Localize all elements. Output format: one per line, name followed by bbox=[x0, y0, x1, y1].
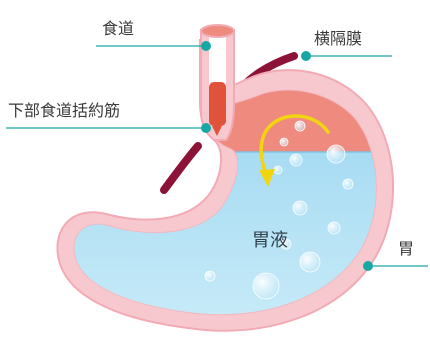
label-lower-esophageal-sphincter: 下部食道括約筋 bbox=[8, 101, 120, 120]
label-diaphragm: 横隔膜 bbox=[314, 29, 362, 48]
esophagus-opening bbox=[201, 25, 234, 37]
lower-esophageal-sphincter bbox=[209, 82, 226, 126]
label-stomach: 胃 bbox=[398, 239, 414, 258]
label-esophagus: 食道 bbox=[102, 19, 134, 38]
label-gastric-juice: 胃液 bbox=[252, 230, 288, 251]
